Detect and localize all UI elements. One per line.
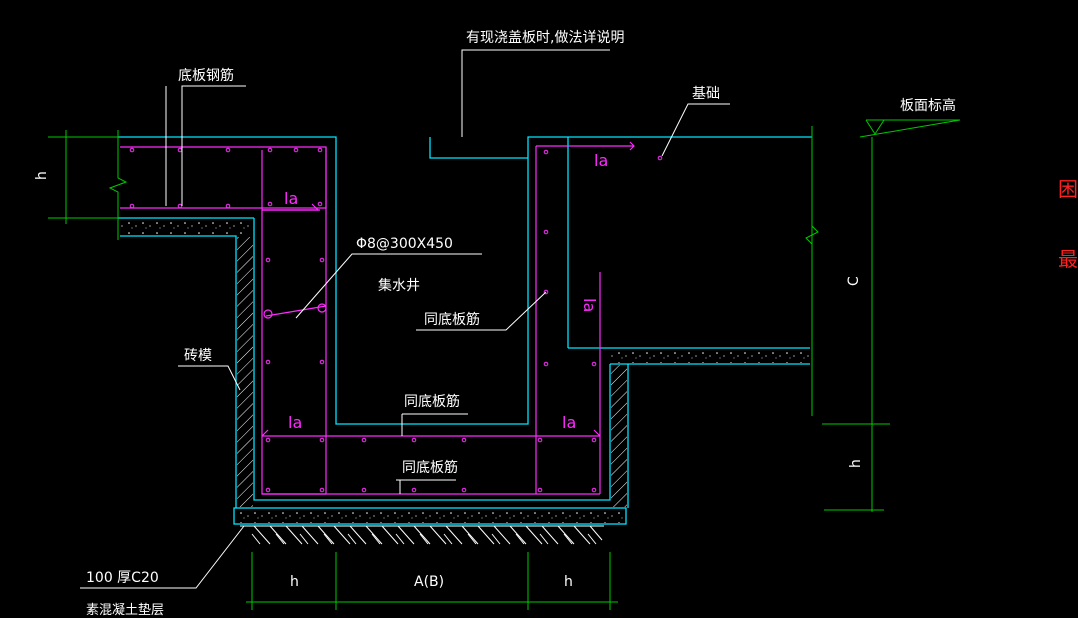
cover-plate-note: 有现浇盖板时,做法详说明 xyxy=(466,30,624,46)
same-as-bottom-rebar-right: 同底板筋 xyxy=(424,311,480,328)
bottom-slab-rebar-label: 底板钢筋 xyxy=(178,67,234,84)
slab-top-elevation-label: 板面标高 xyxy=(900,97,956,114)
dim-c-right: C xyxy=(846,276,862,286)
dimension-lines xyxy=(48,119,961,610)
same-as-bottom-rebar-low: 同底板筋 xyxy=(402,459,458,476)
stirrup-spec-label: Φ8@300X450 xyxy=(356,236,453,252)
left-slab-bedding xyxy=(120,219,253,235)
bedding-thickness-label: 100 厚C20 xyxy=(86,570,159,586)
same-as-bottom-rebar-mid: 同底板筋 xyxy=(404,393,460,410)
anchorage-la-bottom-right: la xyxy=(562,413,576,432)
rebar xyxy=(120,141,635,495)
red-char-2: 最 xyxy=(1058,247,1078,271)
brick-formwork-label: 砖模 xyxy=(184,348,212,364)
dim-h-left: h xyxy=(34,171,50,180)
bedding-layer xyxy=(235,509,625,523)
brick-formwork-right xyxy=(611,365,627,507)
dim-h-bottom-right: h xyxy=(564,574,573,590)
anchorage-la-top: la xyxy=(284,189,298,208)
leader-lines xyxy=(80,49,730,589)
red-char-1: 困 xyxy=(1058,177,1078,201)
brick-formwork-left xyxy=(237,237,253,507)
anchorage-la-bottom-left: la xyxy=(288,413,302,432)
anchorage-la-right-vertical: la xyxy=(580,298,599,312)
dim-h-bottom-left: h xyxy=(290,574,299,590)
sump-pit-label: 集水井 xyxy=(378,277,420,294)
dim-h-right: h xyxy=(848,459,864,468)
anchorage-la-right-top: la xyxy=(594,151,608,170)
foundation-label: 基础 xyxy=(692,85,720,102)
right-slab-bedding xyxy=(611,349,809,363)
soil-hatch xyxy=(240,525,604,545)
rebar-dots xyxy=(129,147,663,493)
bedding-material-label: 素混凝土垫层 xyxy=(86,602,164,618)
dim-ab-bottom: A(B) xyxy=(414,574,444,590)
